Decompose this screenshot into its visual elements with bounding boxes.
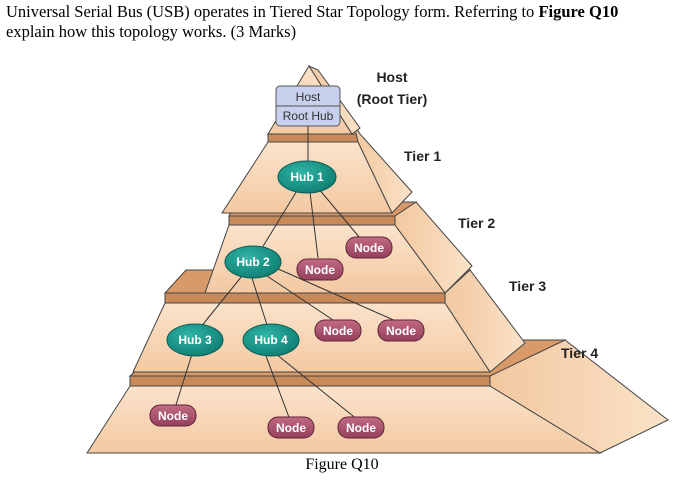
node-tier4-b: Node [267, 416, 315, 439]
connection-lines [174, 126, 399, 421]
node-tier3-a: Node [314, 319, 362, 342]
node-label: Node [386, 324, 416, 338]
host-root-hub-box: Host Root Hub [275, 85, 341, 127]
link-hub2-node3 [263, 273, 337, 323]
link-hub1-node2 [317, 187, 361, 239]
node-label: Node [346, 421, 376, 435]
node-tier4-a: Node [149, 404, 197, 427]
hub-4: Hub 4 [242, 323, 300, 357]
node-tier3-b: Node [377, 319, 425, 342]
node-label: Node [276, 421, 306, 435]
figure-reference: Figure Q10 [538, 2, 619, 21]
node-tier2-b: Node [296, 258, 344, 281]
link-hub2-node4 [275, 267, 399, 323]
link-hub2-hub4 [251, 277, 269, 329]
tier-2-label: Tier 2 [458, 215, 495, 231]
tier-1-label: Tier 1 [404, 148, 441, 164]
node-label: Node [323, 324, 353, 338]
question-text: Universal Serial Bus (USB) operates in T… [6, 2, 682, 42]
link-hub1-hub2 [261, 188, 299, 249]
hub-2: Hub 2 [224, 245, 282, 279]
tier-3-label: Tier 3 [509, 278, 546, 294]
question-text-part1: Universal Serial Bus (USB) operates in T… [6, 2, 539, 21]
figure-caption: Figure Q10 [305, 456, 379, 473]
link-hub4-node [265, 355, 291, 421]
node-label: Node [158, 409, 188, 423]
hub-1: Hub 1 [277, 160, 337, 194]
hub-1-label: Hub 1 [290, 170, 324, 184]
hub-2-label: Hub 2 [236, 255, 270, 269]
link-hub4-node2 [275, 353, 359, 421]
root-tier-label: (Root Tier) [357, 91, 428, 107]
link-hub3-node [174, 353, 193, 409]
host-box-label: Host [296, 90, 321, 104]
root-hub-box-label: Root Hub [283, 109, 334, 123]
hub-4-label: Hub 4 [254, 333, 288, 347]
node-label: Node [354, 241, 384, 255]
question-text-part2: explain how this topology works. (3 Mark… [6, 22, 297, 41]
hub-3-label: Hub 3 [178, 333, 212, 347]
node-label: Node [305, 263, 335, 277]
link-hub2-hub3 [199, 275, 243, 329]
hub-3: Hub 3 [166, 323, 224, 357]
link-hub1-node [309, 191, 319, 259]
tier-4-label: Tier 4 [561, 345, 598, 361]
node-tier4-c: Node [337, 416, 385, 439]
node-tier2-a: Node [345, 236, 393, 259]
host-tier-label: Host [376, 69, 407, 85]
